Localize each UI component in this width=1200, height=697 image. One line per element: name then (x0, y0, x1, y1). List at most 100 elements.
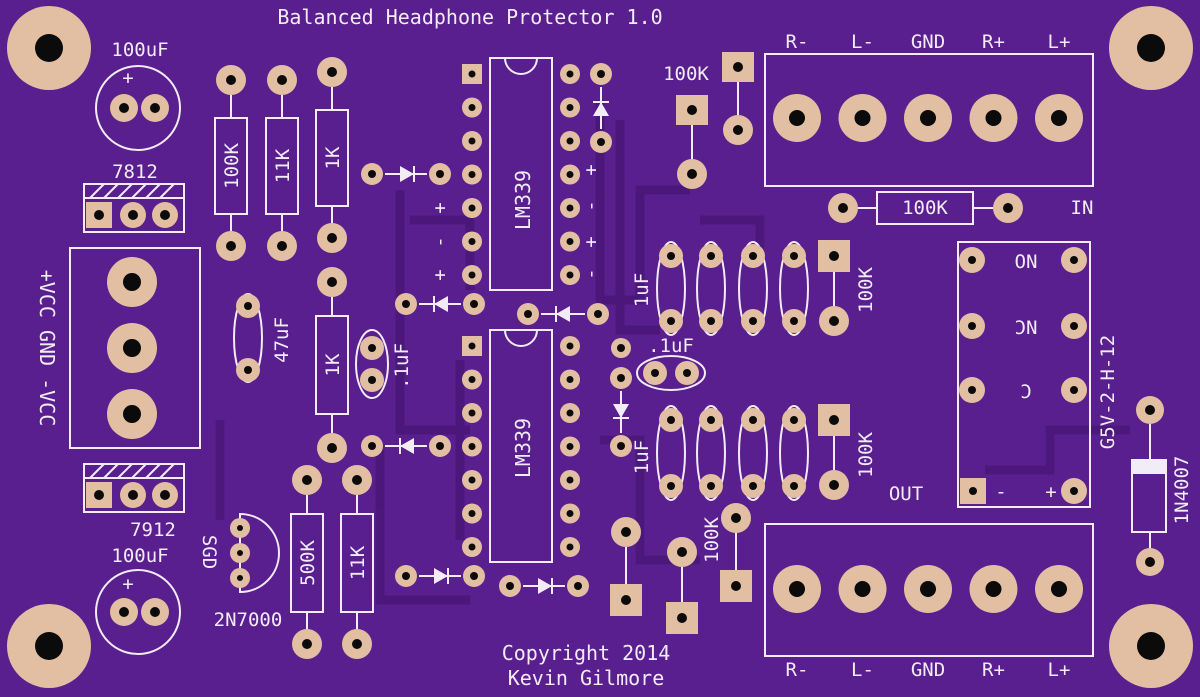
mark-plus-3: + (580, 164, 602, 175)
diode-7 (590, 63, 612, 153)
copyright-line-1: Copyright 2014 (502, 641, 671, 665)
cap-plus-label: + (122, 67, 133, 89)
cap-1uf-outline (656, 405, 686, 501)
ic-pin-hole (566, 342, 574, 350)
ic-pin-hole (468, 376, 476, 383)
mark-minus-3: - (580, 268, 602, 279)
ic-pin-hole (566, 238, 574, 245)
ic-pin-hole (468, 543, 476, 551)
resistor-100k-left (214, 65, 248, 261)
diode-8 (610, 367, 632, 457)
cap-1uf-row-bottom (656, 405, 809, 501)
cap-1uf-hole (790, 317, 798, 325)
output-connector (764, 523, 1094, 657)
output-terminal-label: R+ (982, 659, 1005, 681)
mark-plus-4: + (580, 236, 602, 247)
ic-pin-hole (468, 171, 476, 178)
cap-1uf-outline (656, 241, 686, 336)
copyright-line-2: Kevin Gilmore (508, 666, 665, 690)
ic-pin-hole (468, 204, 476, 212)
ic-pin-hole (566, 409, 574, 417)
input-terminal-hole (985, 110, 1002, 126)
mounting-holes (7, 6, 1193, 688)
ic-pin-hole (468, 70, 476, 78)
relay-label: G5V-2-H-12 (1097, 335, 1119, 449)
resistor-100k-in (828, 191, 1023, 225)
cap-1uf-hole (749, 416, 757, 424)
cap-1uf-outline (779, 241, 809, 336)
cap-100uf-top-label: 100uF (111, 39, 168, 61)
cap-1uf-hole (667, 482, 675, 490)
transistor-label: 2N7000 (214, 609, 283, 631)
resistor-100k-top-label: 100K (663, 63, 709, 85)
ic-lm339-top-label: LM339 (511, 170, 535, 230)
cap-47uf-label: 47uF (271, 317, 293, 363)
ic-pin-hole (468, 510, 476, 517)
regulator-7812 (83, 183, 185, 233)
resistor-11k-bottom (340, 465, 374, 659)
resistor-11k-left (265, 65, 299, 261)
regulator-7912 (83, 463, 185, 513)
mark-minus-2: - (580, 200, 602, 211)
cap-01uf-left (355, 329, 389, 399)
resistor-1k-mid-label: 1K (322, 353, 344, 376)
relay-c-label: C (1020, 380, 1031, 402)
ic-pin-hole (468, 476, 476, 484)
input-terminal-label: R+ (982, 31, 1005, 53)
cap-1uf-outline (779, 405, 809, 501)
ic-pin-hole (566, 510, 574, 517)
output-terminal-hole (1051, 581, 1067, 597)
cap-1uf-hole (707, 252, 715, 260)
transistor-pin-label: SGD (198, 535, 220, 569)
power-connector (69, 247, 201, 449)
resistor-100k-bottom (610, 503, 752, 634)
resistor-1k-top (315, 57, 349, 253)
mark-plus-2: + (429, 269, 451, 280)
cap-01uf-mid (636, 355, 706, 391)
cap-1uf-hole (667, 252, 675, 260)
cap-1uf-hole (707, 317, 715, 325)
ic-pin-hole (566, 204, 574, 212)
output-terminal-label: R- (786, 659, 809, 681)
resistor-100k-bottom-label: 100K (701, 517, 723, 563)
ic-pin-hole (468, 342, 476, 350)
relay-minus-label: - (995, 481, 1006, 503)
cap-1uf-row-top (656, 241, 809, 336)
output-terminal-hole (789, 581, 805, 597)
input-terminal-label: R- (786, 31, 809, 53)
cap-100uf-bottom-label: 100uF (111, 545, 168, 567)
resistor-100k-mid-b-label: 100K (855, 432, 877, 478)
cap-plus-label-2: + (122, 573, 133, 595)
input-terminal-hole (854, 110, 871, 126)
cap-1uf-hole (749, 252, 757, 260)
ic-pin-marks: + - + + - + - (429, 164, 602, 280)
relay-nc-label: NC (1015, 316, 1038, 338)
resistor-1k-mid (315, 267, 349, 463)
diode-2 (395, 293, 485, 315)
ic-pin-hole (468, 271, 476, 279)
ic-pin-hole (566, 271, 574, 279)
reg-7912-label: 7912 (130, 519, 176, 541)
diode-1n4007-label: 1N4007 (1171, 456, 1193, 525)
output-terminal-label: L+ (1048, 659, 1071, 681)
ic-pin-hole (566, 476, 574, 484)
input-terminal-hole (1051, 110, 1067, 126)
diode-4 (395, 565, 485, 587)
ic-pin-hole (566, 171, 574, 178)
reg-7812-label: 7812 (112, 161, 158, 183)
relay-plus-label: + (1045, 481, 1056, 503)
cap-1uf-hole (749, 317, 757, 325)
cap-1uf-hole (707, 482, 715, 490)
resistor-100k-left-label: 100K (221, 143, 243, 189)
cap-1uf-a-label: 1uF (631, 273, 653, 307)
ic-pin-hole (566, 443, 574, 450)
resistor-1k-top-label: 1K (322, 146, 344, 169)
cap-1uf-hole (790, 482, 798, 490)
output-terminal-label: L- (851, 659, 874, 681)
board-title: Balanced Headphone Protector 1.0 (277, 5, 662, 29)
resistor-11k-left-label: 11K (272, 148, 294, 183)
input-terminal-hole (789, 110, 805, 126)
resistor-100k-mid-b (818, 404, 850, 500)
